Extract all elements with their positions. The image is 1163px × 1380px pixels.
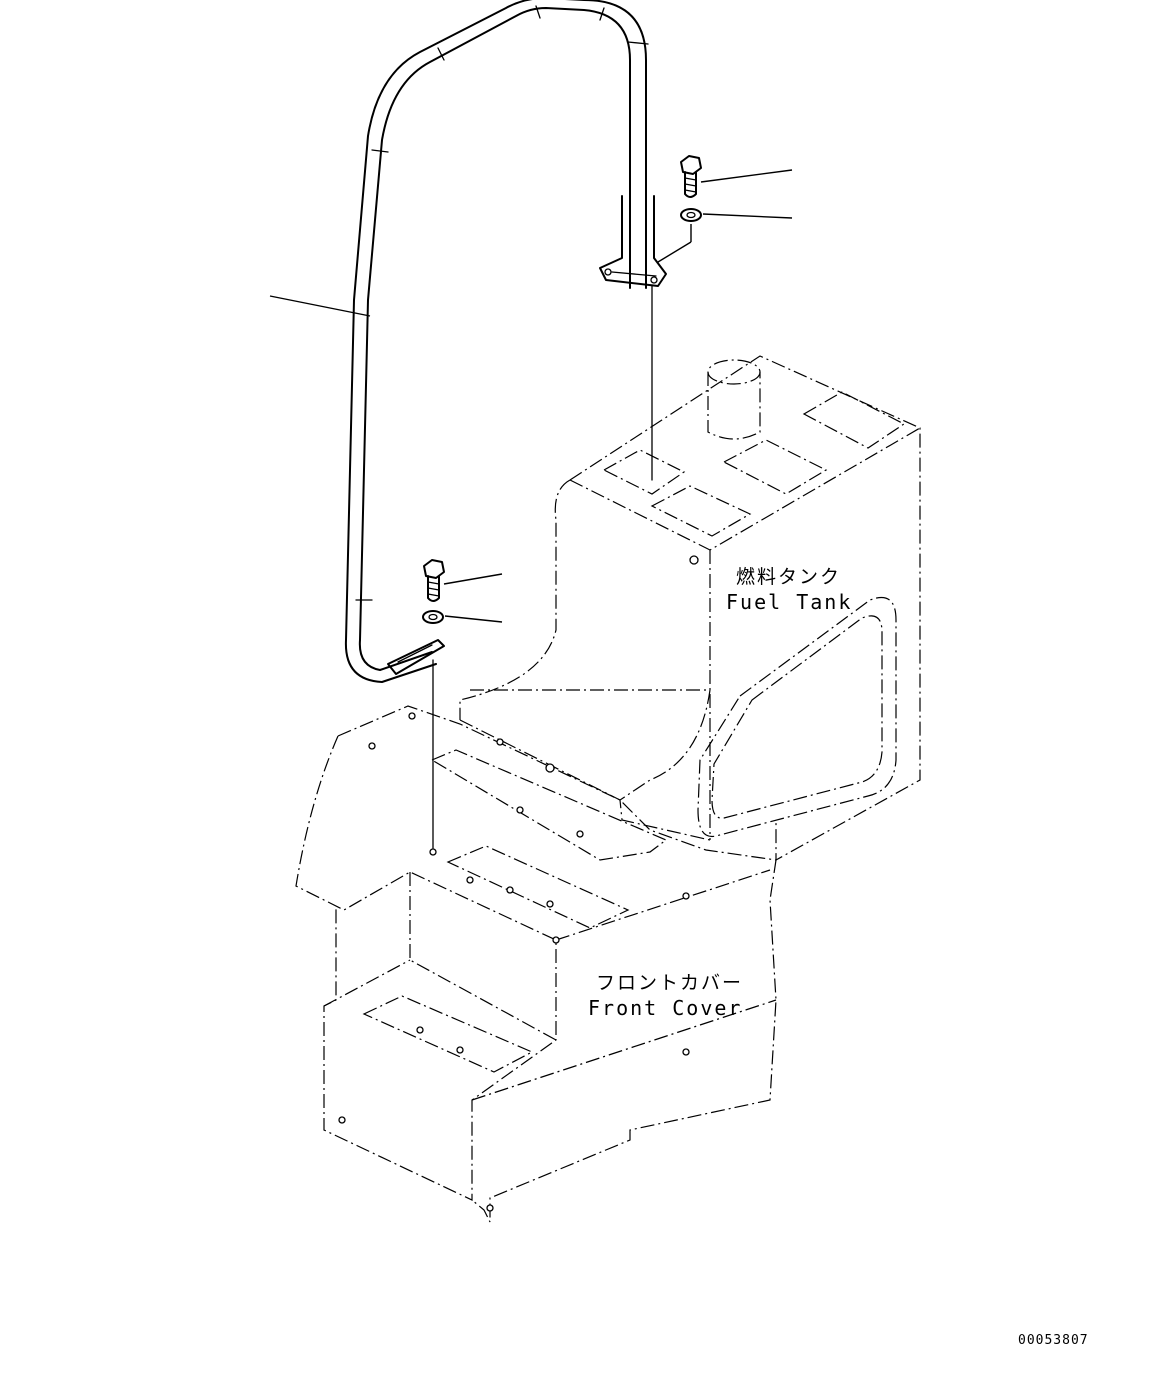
front-cover-label-en: Front Cover (588, 996, 743, 1020)
front-cover (295, 555, 777, 1223)
handrail (344, 0, 667, 683)
fuel-tank-label-jp: 燃料タンク (736, 566, 842, 588)
leader-lines (269, 169, 793, 849)
upper-bolt (680, 155, 702, 198)
upper-washer (680, 208, 702, 222)
front-cover-label-jp: フロントカバー (596, 972, 744, 994)
drawing-number: 00053807 (1018, 1333, 1089, 1348)
lower-washer (422, 610, 444, 624)
lower-bolt (423, 559, 445, 602)
fuel-tank-label-en: Fuel Tank (726, 590, 853, 614)
fuel-tank (459, 355, 921, 862)
